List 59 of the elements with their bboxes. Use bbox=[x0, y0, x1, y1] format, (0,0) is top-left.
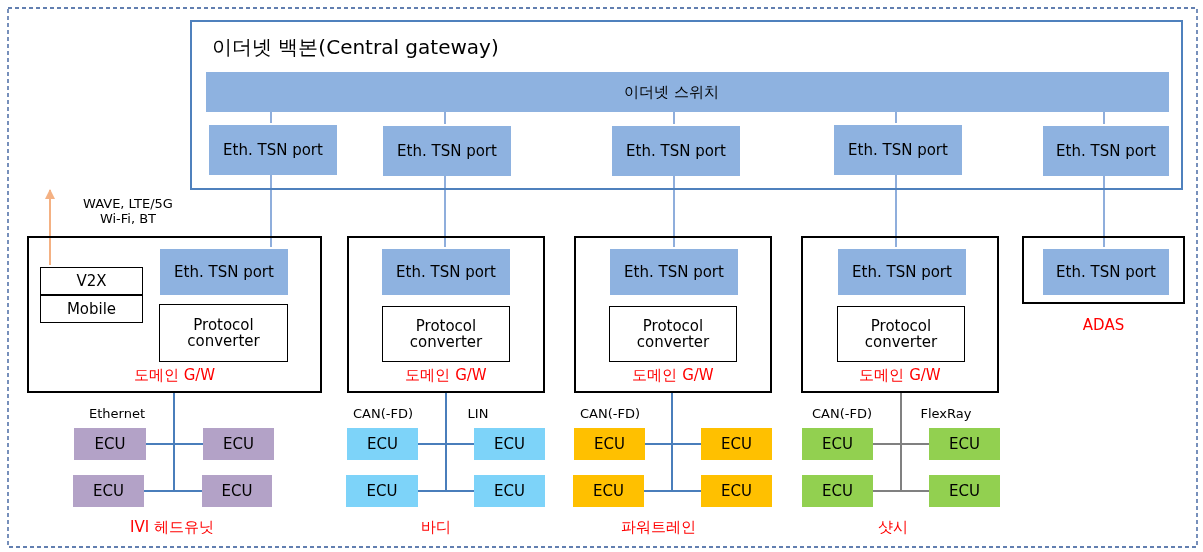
ecu-box: ECU bbox=[701, 475, 772, 507]
connector-line bbox=[173, 392, 203, 492]
ecu-box: ECU bbox=[574, 428, 645, 460]
ecu-box: ECU bbox=[802, 475, 873, 507]
port-box: Eth. TSN port bbox=[1043, 126, 1169, 176]
group-label: 바디 bbox=[420, 520, 452, 535]
port-box: Eth. TSN port bbox=[612, 126, 740, 176]
ecu-box: ECU bbox=[929, 428, 1000, 460]
domain-box bbox=[574, 236, 772, 393]
converter-box: Protocol converter bbox=[159, 304, 288, 362]
domain-box bbox=[347, 236, 545, 393]
connector-line bbox=[445, 392, 475, 492]
bus-label: CAN(-FD) bbox=[811, 406, 873, 421]
ecu-box: ECU bbox=[346, 475, 418, 507]
port-box: Eth. TSN port bbox=[160, 249, 288, 295]
bus-label: CAN(-FD) bbox=[579, 406, 641, 421]
module-box: Mobile bbox=[40, 295, 143, 323]
bus-label: Ethernet bbox=[88, 406, 146, 421]
port-box: Eth. TSN port bbox=[383, 126, 511, 176]
converter-box: Protocol converter bbox=[837, 306, 965, 362]
ecu-box: ECU bbox=[701, 428, 772, 460]
port-box: Eth. TSN port bbox=[834, 125, 962, 175]
ecu-box: ECU bbox=[73, 475, 144, 507]
backbone-box bbox=[190, 20, 1183, 190]
switch-bar: 이더넷 스위치 bbox=[206, 72, 1169, 112]
ecu-box: ECU bbox=[573, 475, 644, 507]
bus-label: CAN(-FD) bbox=[352, 406, 414, 421]
domain-box bbox=[801, 236, 999, 393]
ecu-box: ECU bbox=[74, 428, 146, 460]
bus-label: FlexRay bbox=[919, 406, 973, 421]
arrow bbox=[45, 189, 55, 266]
ecu-box: ECU bbox=[203, 428, 274, 460]
connector-line bbox=[671, 392, 702, 492]
port-box: Eth. TSN port bbox=[610, 249, 738, 295]
box-title: 이더넷 백본(Central gateway) bbox=[212, 36, 499, 58]
ecu-box: ECU bbox=[474, 428, 545, 460]
domain-box bbox=[27, 236, 322, 393]
gateway-label: 도메인 G/W bbox=[132, 368, 217, 383]
converter-box: Protocol converter bbox=[609, 306, 737, 362]
gateway-label: 도메인 G/W bbox=[404, 368, 488, 383]
group-label: IVI 헤드유닛 bbox=[129, 520, 215, 535]
ecu-box: ECU bbox=[802, 428, 873, 460]
converter-box: Protocol converter bbox=[382, 306, 510, 362]
connector-line bbox=[900, 392, 930, 492]
ecu-box: ECU bbox=[929, 475, 1000, 507]
gateway-label: 도메인 G/W bbox=[631, 368, 715, 383]
port-box: Eth. TSN port bbox=[1043, 249, 1169, 295]
port-box: Eth. TSN port bbox=[209, 125, 337, 175]
gateway-label: ADAS bbox=[1081, 318, 1126, 333]
group-label: 샷시 bbox=[877, 520, 909, 535]
bus-label: LIN bbox=[466, 406, 490, 421]
port-box: Eth. TSN port bbox=[838, 249, 966, 295]
ecu-box: ECU bbox=[202, 475, 272, 507]
ecu-box: ECU bbox=[347, 428, 418, 460]
ecu-box: ECU bbox=[474, 475, 545, 507]
gateway-label: 도메인 G/W bbox=[858, 368, 942, 383]
port-box: Eth. TSN port bbox=[382, 249, 510, 295]
group-label: 파워트레인 bbox=[619, 520, 697, 535]
module-box: V2X bbox=[40, 267, 143, 295]
